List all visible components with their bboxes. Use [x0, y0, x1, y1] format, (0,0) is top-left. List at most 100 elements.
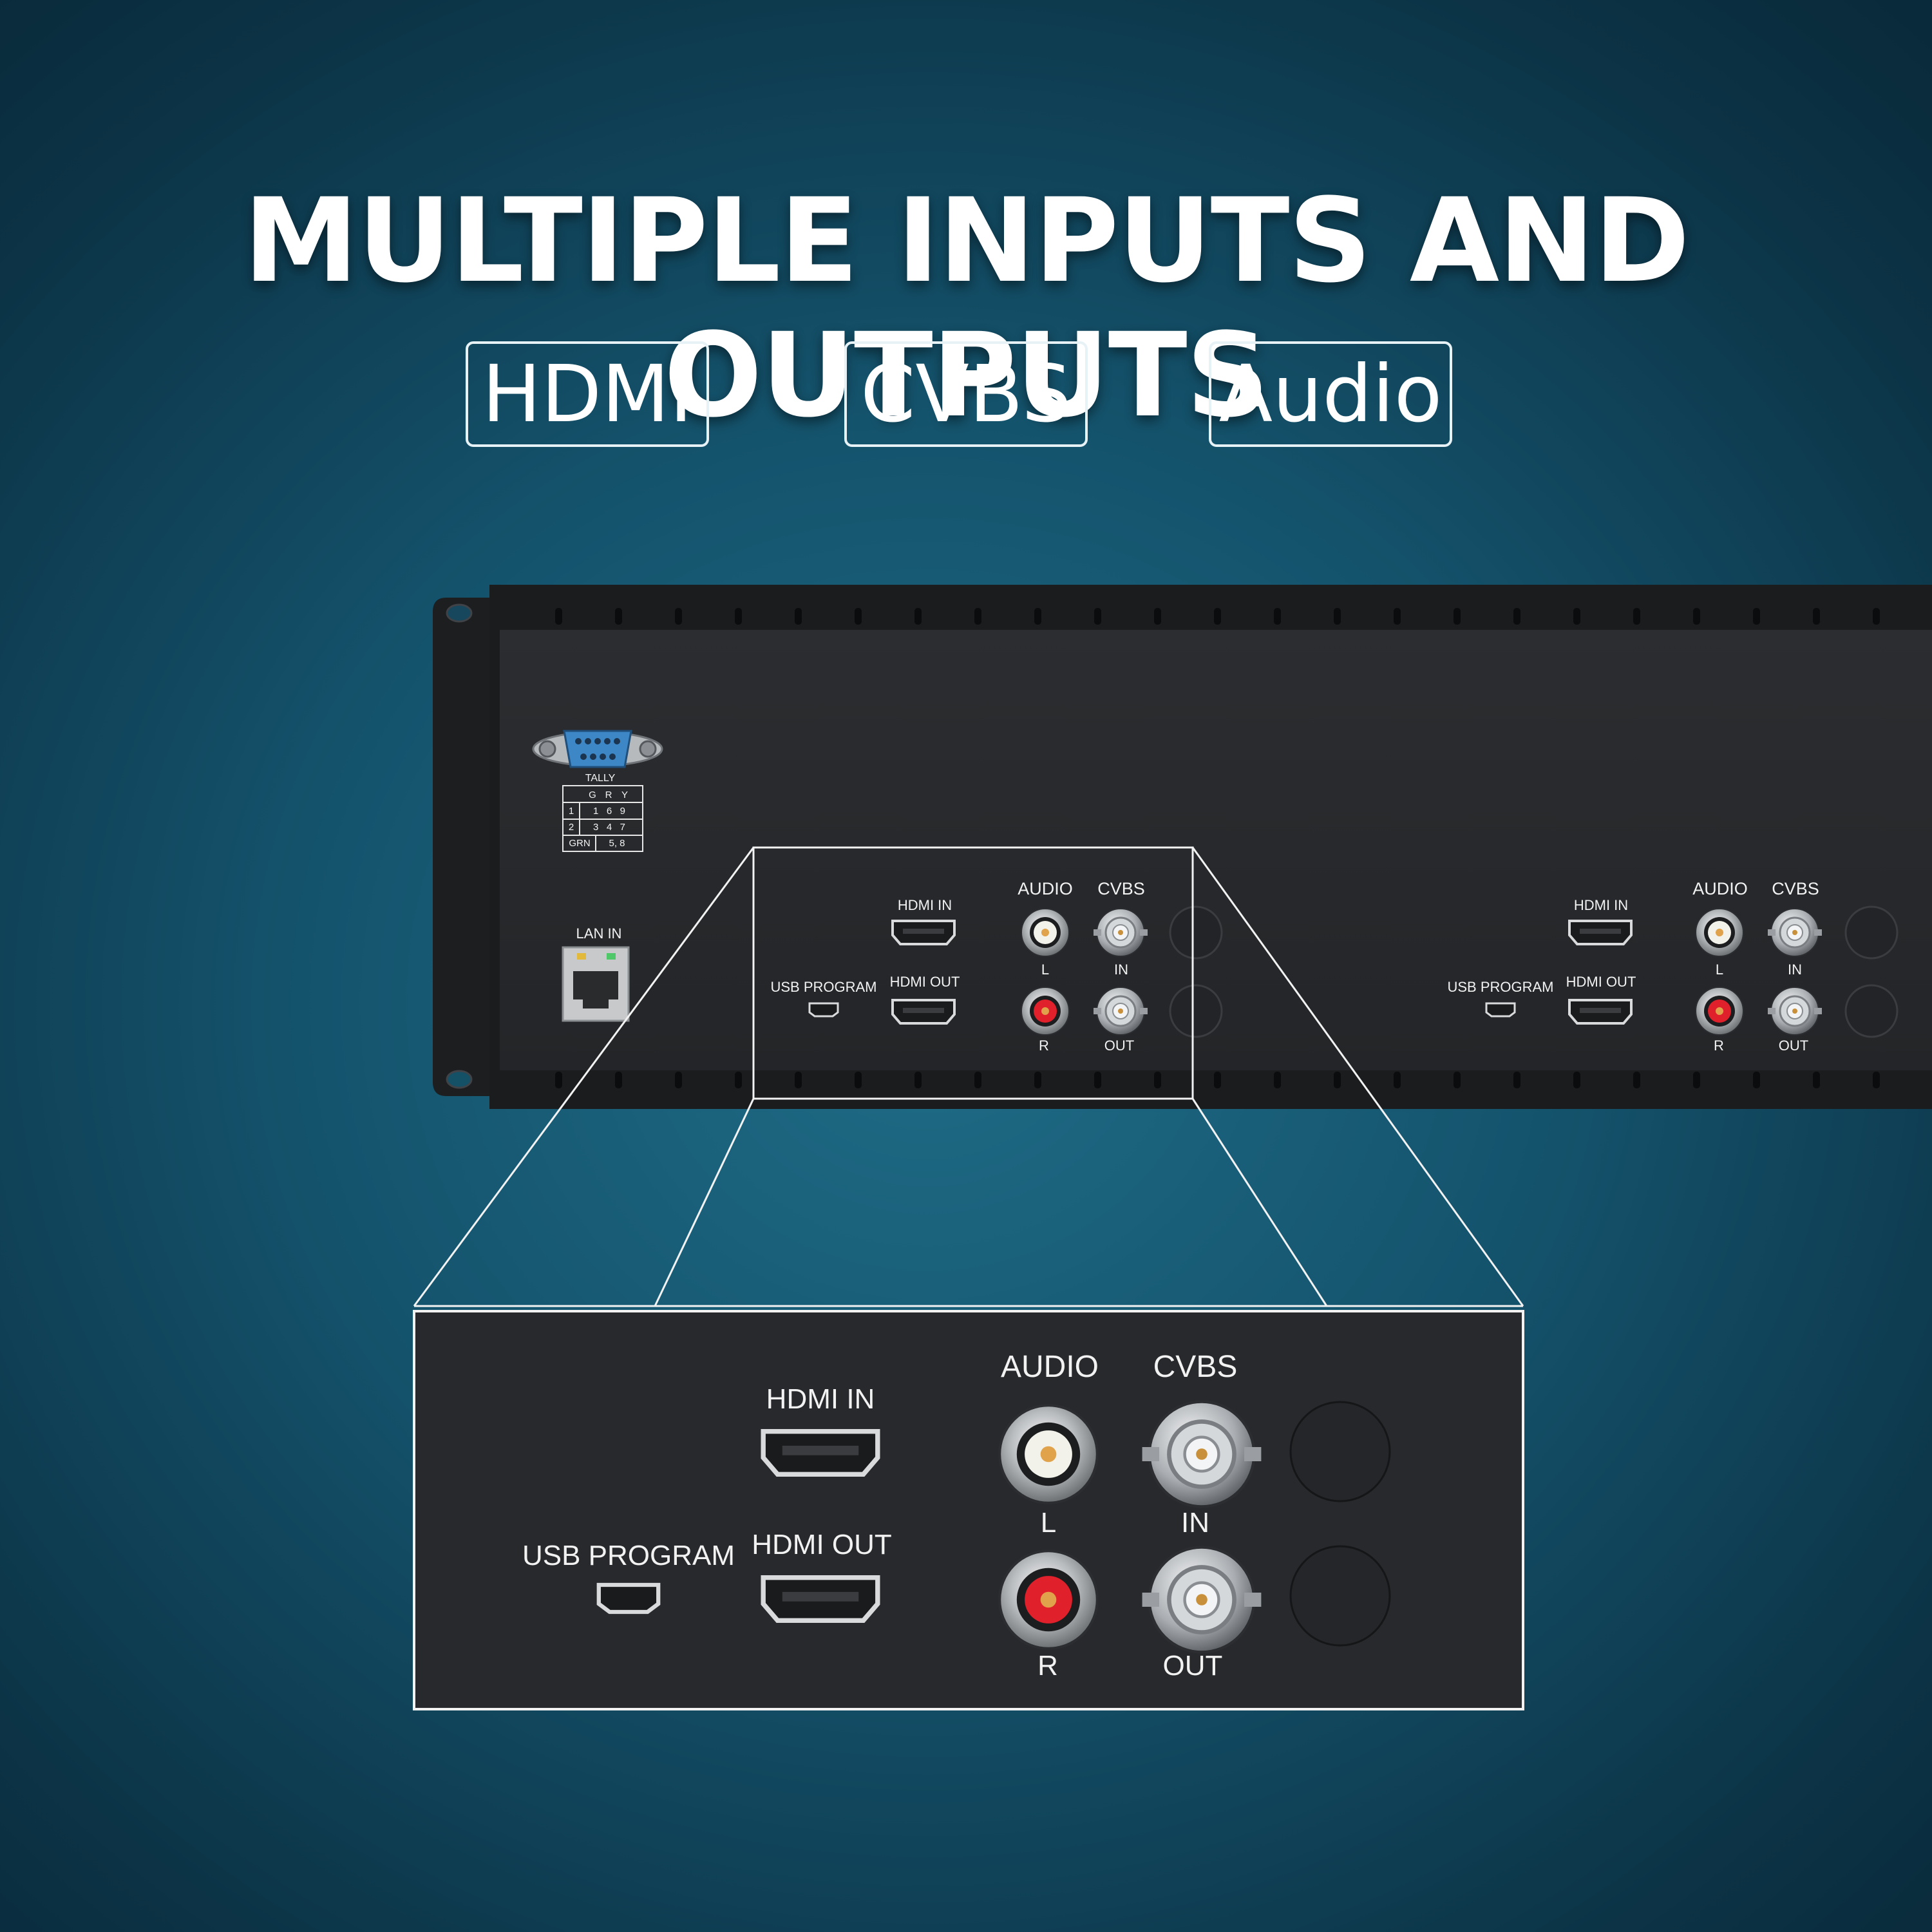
- zoom-usb-program-label: USB PROGRAM: [522, 1540, 735, 1571]
- badge-audio: Audio: [1209, 341, 1452, 447]
- vent-slot: [735, 1072, 742, 1088]
- vent-slot: [1753, 1072, 1760, 1088]
- vent-slot: [1394, 608, 1401, 625]
- blank-knockout: [1169, 905, 1223, 960]
- hdmi-in-label: HDMI IN: [1573, 897, 1629, 913]
- vent-slot: [974, 608, 981, 625]
- vent-slot: [1094, 608, 1101, 625]
- vent-slot: [1753, 608, 1760, 625]
- zoom-cvbs-in-label: IN: [1181, 1507, 1209, 1539]
- blank-knockout: [1169, 984, 1223, 1038]
- zoom-hdmi-out-label: HDMI OUT: [752, 1529, 892, 1560]
- audio-r-label: R: [1039, 1037, 1049, 1054]
- vent-slot: [914, 608, 922, 625]
- blank-knockout: [1289, 1545, 1391, 1647]
- vent-slot: [615, 1072, 622, 1088]
- vent-slot: [675, 608, 682, 625]
- tally-row-value: 3 4 7: [592, 822, 626, 833]
- vent-slot: [1154, 608, 1161, 625]
- cvbs-out-label: OUT: [1104, 1037, 1135, 1054]
- audio-r-label: R: [1714, 1037, 1724, 1054]
- hdmi-out-label: HDMI OUT: [889, 974, 960, 990]
- zoom-audio-label: AUDIO: [1000, 1350, 1099, 1384]
- zoom-cvbs-label: CVBS: [1153, 1350, 1238, 1384]
- tally-row-value: 1 6 9: [592, 806, 626, 817]
- vent-slot: [1334, 608, 1341, 625]
- vent-slot: [1873, 1072, 1880, 1088]
- tally-row-value: 5, 8: [609, 838, 625, 849]
- vent-slot: [1693, 608, 1700, 625]
- zoom-source-frame: [752, 846, 1194, 1100]
- usb-program-label: USB PROGRAM: [1447, 979, 1554, 995]
- vent-slot: [795, 608, 802, 625]
- vent-slot: [1394, 1072, 1401, 1088]
- zoom-lines: [413, 847, 1524, 1307]
- vent-slot: [1094, 1072, 1101, 1088]
- blank-knockout: [1289, 1401, 1391, 1502]
- hdmi-out-label: HDMI OUT: [1566, 974, 1636, 990]
- vent-slot: [1214, 608, 1221, 625]
- vent-slot: [1214, 1072, 1221, 1088]
- rack-ear: [433, 598, 489, 1096]
- vent-slot: [1693, 1072, 1700, 1088]
- cvbs-out-label: OUT: [1778, 1037, 1809, 1054]
- vent-slot: [795, 1072, 802, 1088]
- blank-knockout: [1844, 984, 1899, 1038]
- tally-header-r: R: [605, 790, 612, 800]
- zoomed-panel: [413, 1310, 1524, 1710]
- audio-l-label: L: [1715, 961, 1724, 978]
- hdmi-in-label: HDMI IN: [897, 897, 952, 913]
- vent-slot: [1034, 1072, 1041, 1088]
- vent-slot: [1034, 608, 1041, 625]
- zoom-audio-r-label: R: [1037, 1650, 1058, 1681]
- vent-slot: [1454, 608, 1461, 625]
- vent-slot: [1154, 1072, 1161, 1088]
- vent-slot: [675, 1072, 682, 1088]
- zoom-audio-l-label: L: [1040, 1507, 1057, 1539]
- vent-slot: [855, 608, 862, 625]
- badge-hdmi: HDMI: [466, 341, 709, 447]
- vent-slot: [855, 1072, 862, 1088]
- cvbs-in-label: IN: [1114, 961, 1128, 978]
- vent-slot: [1573, 1072, 1580, 1088]
- vent-slot: [1513, 608, 1520, 625]
- vent-slot: [1454, 1072, 1461, 1088]
- cvbs-label: CVBS: [1097, 879, 1145, 898]
- audio-label: AUDIO: [1018, 879, 1073, 898]
- badge-cvbs: CVBS: [844, 341, 1088, 447]
- cvbs-in-label: IN: [1788, 961, 1802, 978]
- vent-slot: [914, 1072, 922, 1088]
- vent-slot: [1274, 608, 1281, 625]
- vent-slot: [1274, 1072, 1281, 1088]
- tally-header-y: Y: [621, 790, 629, 800]
- tally-row-key: 1: [568, 806, 574, 817]
- vent-slot: [555, 608, 562, 625]
- vent-slot: [1873, 608, 1880, 625]
- vent-slot: [1513, 1072, 1520, 1088]
- lan-in-label: LAN IN: [576, 925, 622, 942]
- vent-slot: [1633, 1072, 1640, 1088]
- vent-slot: [1813, 608, 1820, 625]
- zoom-cvbs-out-label: OUT: [1162, 1650, 1223, 1681]
- vent-slot: [615, 608, 622, 625]
- headline: MULTIPLE INPUTS AND OUTPUTS: [243, 174, 1690, 443]
- zoom-hdmi-in-label: HDMI IN: [766, 1383, 875, 1415]
- vent-slot: [1573, 608, 1580, 625]
- vent-slot: [1813, 1072, 1820, 1088]
- usb-program-label: USB PROGRAM: [770, 979, 877, 995]
- audio-l-label: L: [1041, 961, 1050, 978]
- tally-header-g: G: [589, 790, 596, 800]
- blank-knockout: [1844, 905, 1899, 960]
- tally-title: TALLY: [585, 773, 616, 784]
- vent-slot: [1633, 608, 1640, 625]
- vent-slot: [974, 1072, 981, 1088]
- audio-label: AUDIO: [1692, 879, 1748, 898]
- vent-slot: [555, 1072, 562, 1088]
- tally-table: [562, 785, 643, 852]
- vent-slots: [555, 608, 1880, 1088]
- tally-row-key: 2: [568, 822, 574, 833]
- cvbs-label: CVBS: [1772, 879, 1819, 898]
- tally-row-key: GRN: [569, 838, 591, 849]
- vent-slot: [1334, 1072, 1341, 1088]
